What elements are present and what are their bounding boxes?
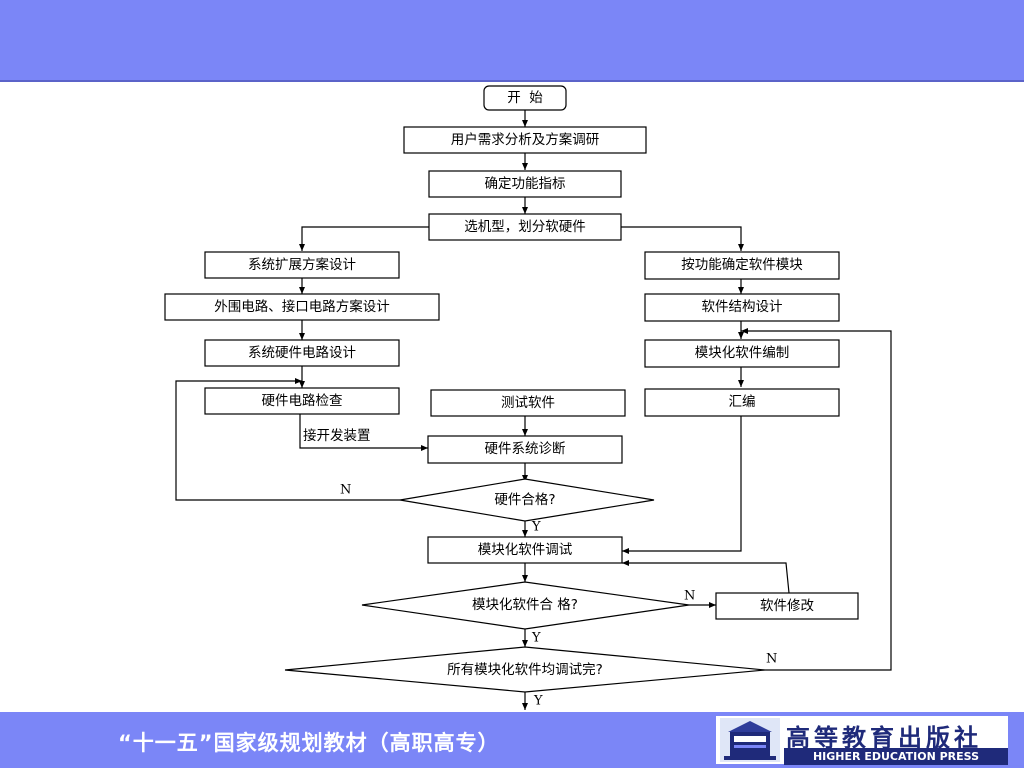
- sw-code-box: [644, 339, 840, 368]
- module-ok-yes-label: Y: [531, 631, 541, 646]
- arrow-fix-to-debug: [622, 560, 790, 594]
- hw-peripheral-label: 外围电路、接口电路方案设计: [214, 298, 390, 315]
- module-debug-label: 模块化软件调试: [478, 542, 573, 558]
- module-ok-label: 模块化软件合 格?: [472, 597, 578, 613]
- sw-struct-label: 软件结构设计: [702, 299, 783, 315]
- arrow-select-to-hw: [299, 226, 429, 251]
- publisher-logo-icon: [720, 718, 780, 762]
- hw-ok-yes-label: Y: [531, 520, 541, 535]
- start-terminal: [483, 85, 567, 111]
- connectors: [175, 110, 892, 710]
- requirements-box: [403, 126, 647, 154]
- sw-fix-label: 软件修改: [760, 598, 814, 614]
- header-band: [0, 0, 1024, 80]
- arrow-hw-ok-no-loop: [175, 378, 400, 501]
- select-model-box: [428, 213, 622, 241]
- hw-peripheral-box: [164, 293, 440, 321]
- select-model-label: 选机型，划分软硬件: [464, 219, 586, 235]
- hw-expand-label: 系统扩展方案设计: [248, 256, 356, 273]
- hw-diag-label: 硬件系统诊断: [485, 441, 566, 457]
- arrow-check-to-diag: [299, 414, 428, 451]
- sw-modules-label: 按功能确定软件模块: [681, 257, 803, 273]
- sw-struct-box: [644, 293, 840, 322]
- functions-box: [428, 170, 622, 198]
- module-ok-decision: [361, 581, 690, 630]
- test-software-box: [430, 389, 626, 417]
- test-software-label: 测试软件: [501, 395, 555, 411]
- sw-fix-box: [715, 592, 859, 620]
- module-debug-box: [427, 536, 623, 564]
- arrow-assemble-to-debug: [622, 416, 742, 554]
- hw-ok-no-label: N: [340, 483, 351, 498]
- all-done-yes-label: Y: [533, 694, 543, 709]
- functions-label: 确定功能指标: [485, 176, 566, 192]
- sw-code-label: 模块化软件编制: [695, 345, 790, 361]
- hw-ok-decision: [399, 478, 655, 522]
- hw-check-label: 硬件电路检查: [262, 393, 343, 409]
- hw-ok-label: 硬件合格?: [494, 492, 555, 508]
- all-done-no-label: N: [766, 652, 777, 667]
- hw-expand-box: [204, 251, 400, 279]
- footer-title: “十一五”国家级规划教材（高职高专）: [118, 731, 500, 755]
- all-done-label: 所有模块化软件均调试完?: [447, 662, 603, 678]
- hw-check-box: [204, 387, 400, 415]
- sw-modules-box: [644, 251, 840, 280]
- arrow-all-done-no-loop: [741, 328, 892, 671]
- requirements-label: 用户需求分析及方案调研: [451, 131, 600, 148]
- connect-dev-label: 接开发装置: [303, 427, 371, 444]
- publisher-name-en: HIGHER EDUCATION PRESS: [784, 748, 1008, 765]
- arrow-select-to-sw: [621, 226, 744, 251]
- module-ok-no-label: N: [684, 589, 695, 604]
- assemble-label: 汇编: [729, 394, 756, 410]
- hw-diag-box: [427, 435, 623, 464]
- start-label: 开 始: [507, 90, 543, 106]
- hw-circuit-box: [204, 339, 400, 367]
- assemble-box: [644, 388, 840, 417]
- all-done-decision: [284, 646, 766, 693]
- publisher-name: 高等教育出版社: [786, 724, 982, 752]
- header-divider: [0, 80, 1024, 82]
- flowchart: 开 始 用户需求分析及方案调研 确定功能指标 选机型，划分软硬件 系统扩展方案设…: [164, 85, 892, 710]
- hw-circuit-label: 系统硬件电路设计: [248, 345, 356, 361]
